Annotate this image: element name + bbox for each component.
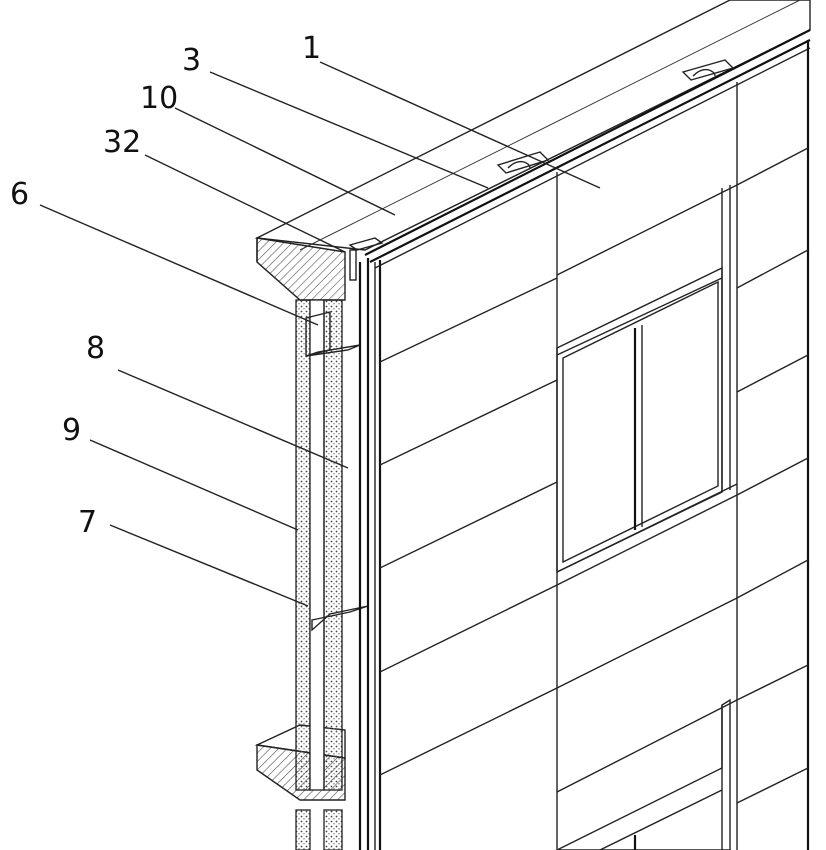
lower-window [556,698,731,850]
top-rail [348,29,811,269]
edge-mullion [358,258,382,850]
label-3: 3 [182,43,201,78]
label-10: 10 [140,81,178,116]
label-7: 7 [78,505,97,540]
label-32: 32 [103,125,141,160]
wall-insulation-layers [295,299,343,850]
cladding-panels [379,40,810,850]
label-6: 6 [10,177,29,212]
label-8: 8 [86,331,105,366]
label-9: 9 [62,413,81,448]
leader-lines [39,61,601,607]
callout-labels: 1 3 10 32 6 8 9 7 [10,31,321,540]
label-1: 1 [302,31,321,66]
top-floor-slab [254,0,811,301]
upper-window [556,185,738,574]
